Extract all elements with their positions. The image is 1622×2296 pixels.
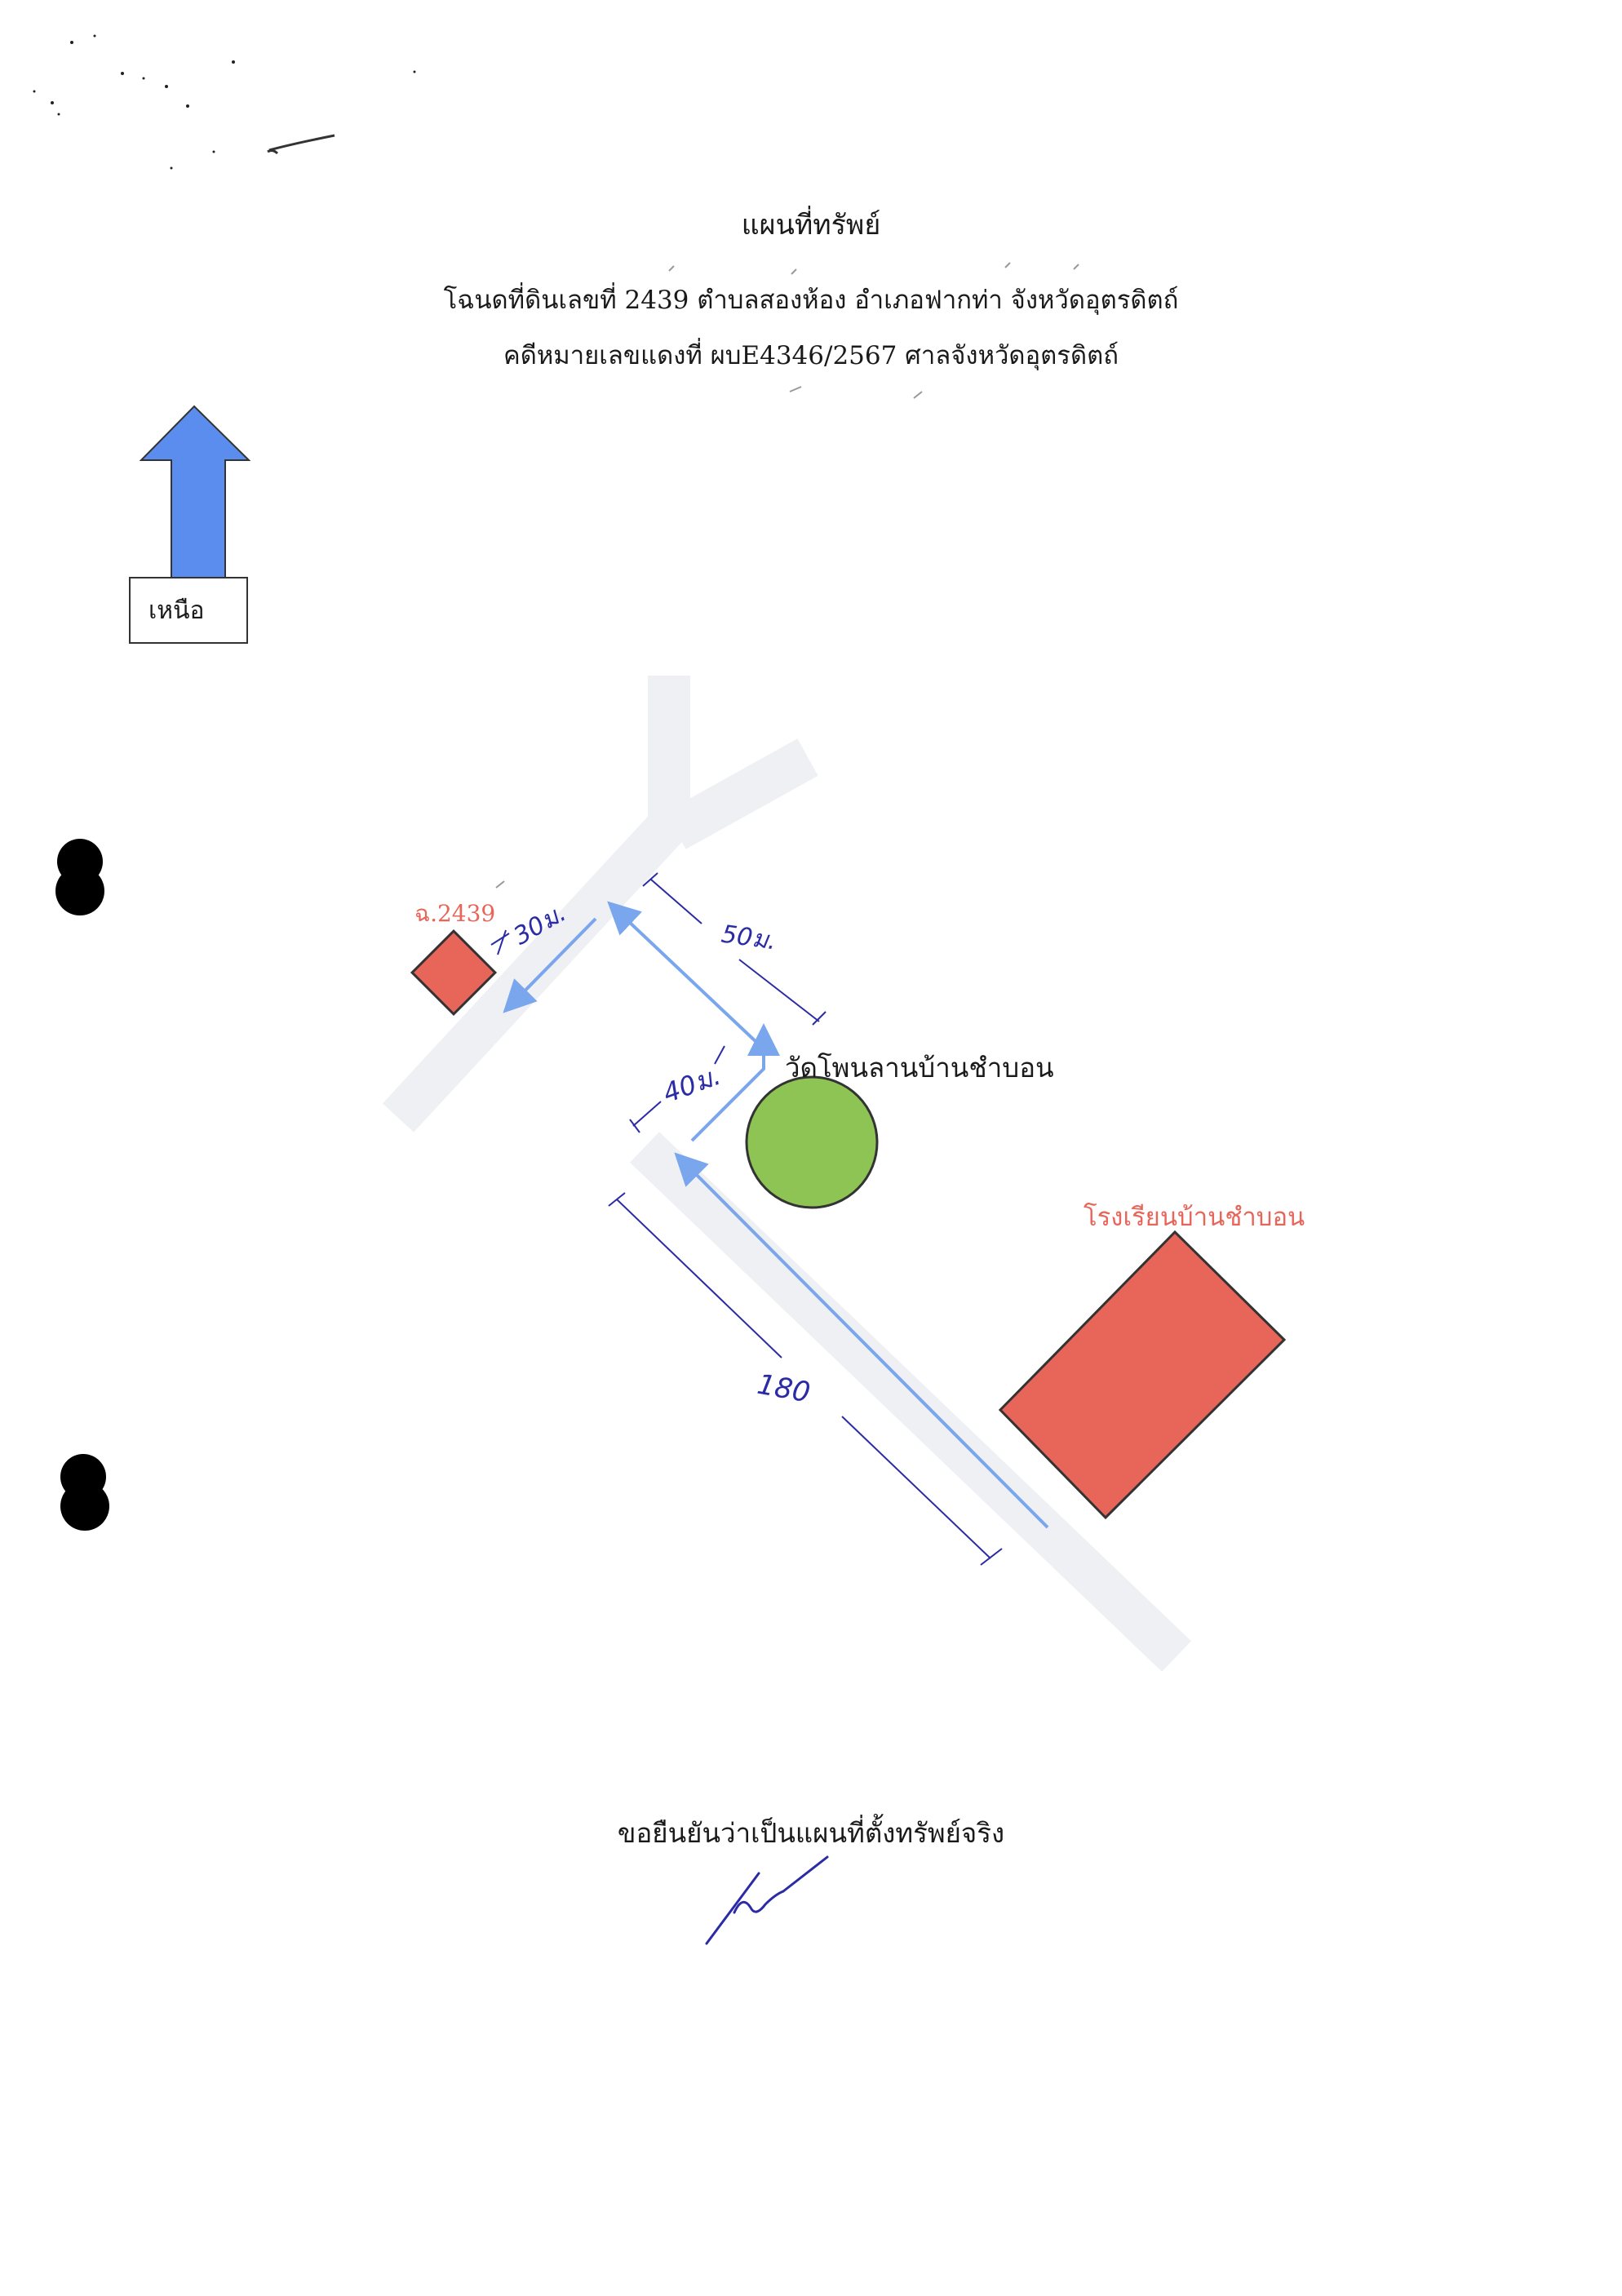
check-ticks	[495, 262, 1079, 889]
signature	[705, 1855, 829, 1945]
dimension-lines	[490, 872, 1003, 1566]
confirmation-statement: ขอยืนยันว่าเป็นแผนที่ตั้งทรัพย์จริง	[617, 1817, 1005, 1849]
scan-marks	[33, 34, 416, 170]
route-arrows	[503, 901, 1049, 1529]
case-info: คดีหมายเลขแดงที่ ผบE4346/2567 ศาลจังหวัด…	[503, 341, 1119, 370]
plot-label: ฉ.2439	[414, 900, 496, 927]
north-arrow-icon	[139, 405, 251, 578]
binder-hole-top	[55, 839, 104, 915]
school-label: โรงเรียนบ้านชำบอน	[1084, 1203, 1305, 1232]
temple-marker	[745, 1075, 879, 1209]
page-title: แผนที่ทรัพย์	[741, 209, 881, 242]
temple-label: วัดโพนลานบ้านชำบอน	[785, 1052, 1054, 1084]
land-plot-2439	[410, 929, 498, 1017]
roads	[382, 676, 1191, 1672]
binder-hole-bottom	[60, 1454, 109, 1531]
north-label: เหนือ	[129, 577, 248, 644]
deed-info: โฉนดที่ดินเลขที่ 2439 ตำบลสองห้อง อำเภอฟ…	[443, 286, 1179, 315]
distance-label-50: 50ม.	[719, 920, 778, 956]
school-building	[998, 1230, 1287, 1520]
